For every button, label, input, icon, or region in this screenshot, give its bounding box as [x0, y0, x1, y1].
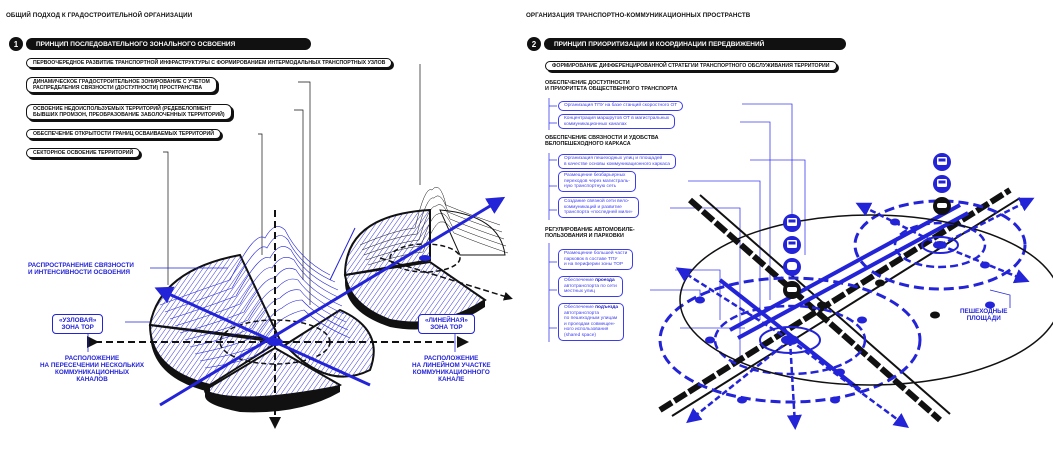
sub-item-bike-network: Создание связной сети вело-коммуникаций … [558, 197, 639, 218]
item-connectors [650, 103, 806, 360]
label-connectors [87, 267, 456, 352]
bus-icon [933, 153, 951, 171]
linear-disk [343, 208, 506, 330]
principle-number-1: 1 [9, 37, 23, 51]
left-item-2: ДИНАМИЧЕСКОЕ ГРАДОСТРОИТЕЛЬНОЕ ЗОНИРОВАН… [26, 77, 217, 94]
left-item-4: ОБЕСПЕЧЕНИЕ ОТКРЫТОСТИ ГРАНИЦ ОСВАИВАЕМЫ… [26, 129, 221, 140]
bus-icon [933, 175, 951, 193]
zonal-development-diagram [87, 64, 513, 429]
linear-zone-box: «ЛИНЕЙНАЯ»ЗОНА ТОР [418, 314, 475, 334]
section-brackets [548, 98, 557, 342]
bus-icon [783, 236, 801, 254]
left-item-5: СЕКТОРНОЕ ОСВОЕНИЕ ТЕРРИТОРИЙ [26, 148, 141, 159]
sub-item-tpu: Организация ТПУ на базе станций скоростн… [558, 101, 684, 111]
car-icon [783, 281, 801, 299]
bus-icon [783, 214, 801, 232]
principle-1-bar: ПРИНЦИП ПОСЛЕДОВАТЕЛЬНОГО ЗОНАЛЬНОГО ОСВ… [26, 38, 311, 50]
left-panel-header: ОБЩИЙ ПОДХОД К ГРАДОСТРОИТЕЛЬНОЙ ОРГАНИЗ… [6, 12, 193, 19]
communication-axes [87, 196, 513, 429]
strategy-item: ФОРМИРОВАНИЕ ДИФФЕРЕНЦИРОВАННОЙ СТРАТЕГИ… [545, 61, 837, 72]
left-item-3: ОСВОЕНИЕ НЕДОИСПОЛЬЗУЕМЫХ ТЕРРИТОРИЙ (РЕ… [26, 104, 232, 121]
principle-2-bar: ПРИНЦИП ПРИОРИТИЗАЦИИ И КООРДИНАЦИИ ПЕРЕ… [544, 38, 846, 50]
car-icon [933, 197, 951, 215]
transport-icons [783, 153, 951, 299]
section-title-car-parking: РЕГУЛИРОВАНИЕ АВТОМОБИЛЕ-ПОЛЬЗОВАНИЯ И П… [545, 227, 635, 240]
item-leader-lines [163, 64, 421, 305]
right-panel-header: ОРГАНИЗАЦИЯ ТРАНСПОРТНО-КОММУНИКАЦИОННЫХ… [526, 12, 751, 19]
left-item-1: ПЕРВООЧЕРЕДНОЕ РАЗВИТИЕ ТРАНСПОРТНОЙ ИНФ… [26, 58, 393, 69]
nodal-zone-box: «УЗЛОВАЯ»ЗОНА ТОР [52, 314, 104, 334]
principle-number-2: 2 [527, 37, 541, 51]
tram-icon [783, 258, 801, 276]
sub-item-routes: Концентрация маршрутов ОТ в магистральны… [558, 114, 676, 130]
transport-network [658, 187, 1053, 430]
